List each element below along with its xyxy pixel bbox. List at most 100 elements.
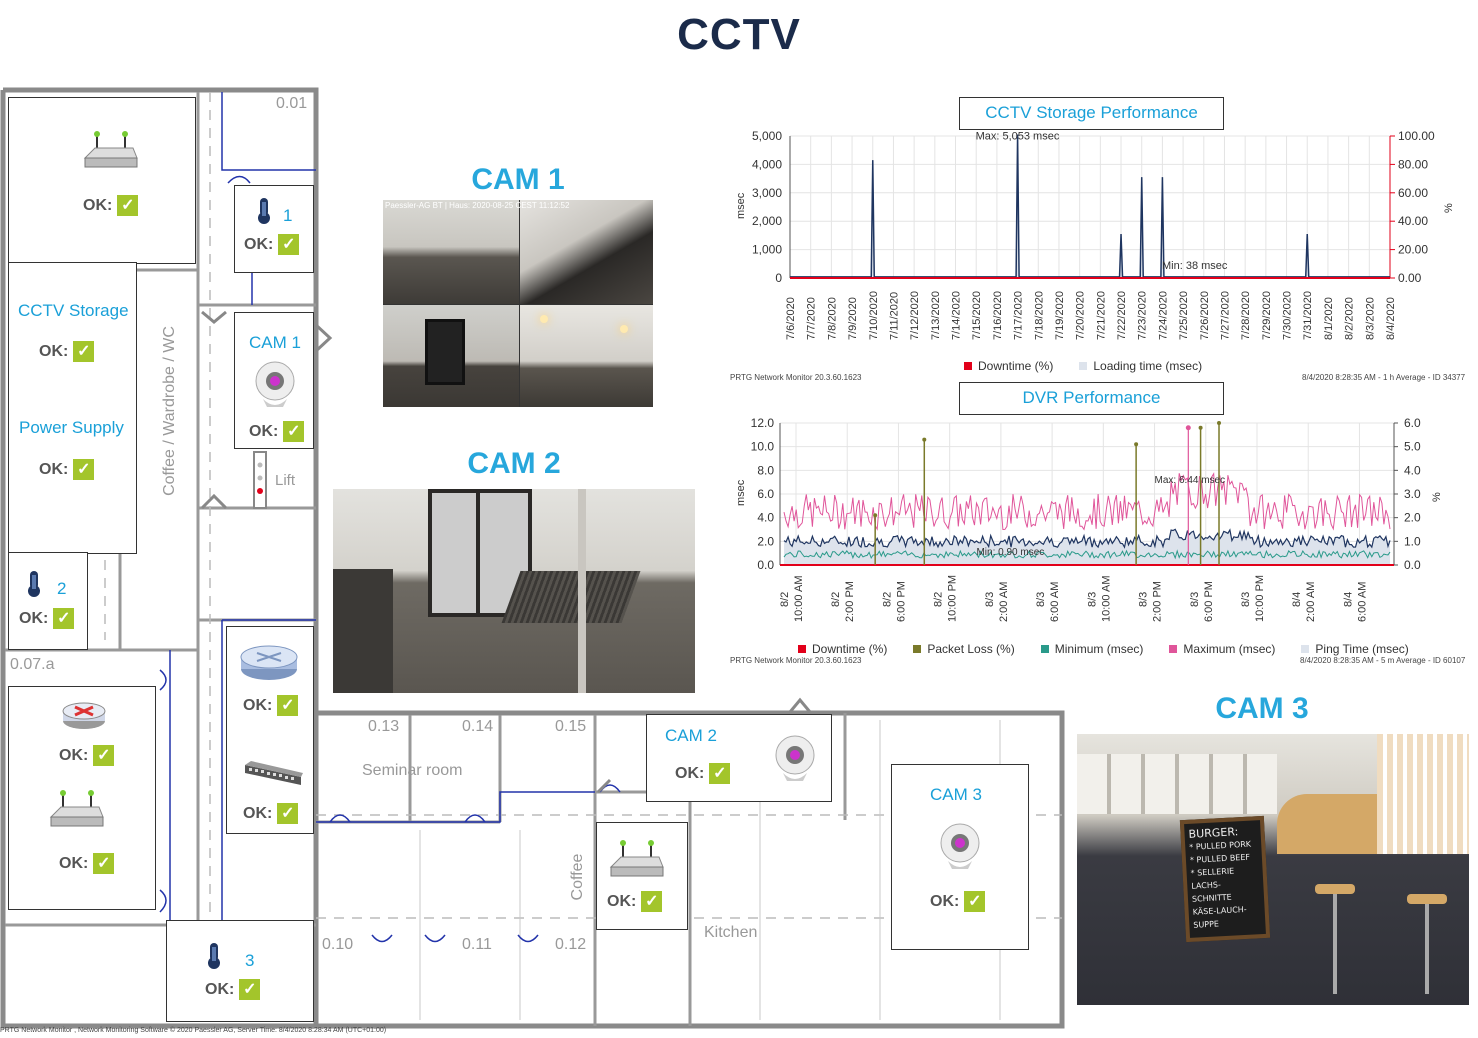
x-tick-label: 7/31/2020 bbox=[1302, 291, 1314, 340]
router-card-coffee[interactable]: OK:✓ bbox=[596, 822, 688, 930]
y-tick-label-left: 1,000 bbox=[752, 243, 782, 257]
sensor-number: 1 bbox=[283, 206, 293, 225]
y-tick-label-right: 0.0 bbox=[1404, 558, 1421, 572]
x-tick-label-time: 10:00 AM bbox=[793, 576, 805, 622]
x-tick-label: 7/16/2020 bbox=[992, 291, 1004, 340]
cam1-overlay-text: Paessler-AG BT | Haus: 2020-08-25 CEST 1… bbox=[385, 201, 570, 210]
y-tick-label-right: 80.00 bbox=[1398, 157, 1428, 171]
x-tick-label: 8/1/2020 bbox=[1323, 297, 1335, 340]
firewall-router-card[interactable]: OK:✓ OK:✓ bbox=[8, 686, 156, 910]
x-tick-label: 7/18/2020 bbox=[1033, 291, 1045, 340]
x-tick-label: 7/15/2020 bbox=[971, 291, 983, 340]
x-tick-label-date: 8/4 bbox=[1291, 592, 1303, 607]
legend-item: Maximum (msec) bbox=[1169, 642, 1275, 656]
x-tick-label: 8/3/2020 bbox=[1364, 297, 1376, 340]
x-tick-label-date: 8/3 bbox=[1240, 592, 1252, 607]
status-label: OK: bbox=[244, 235, 274, 253]
x-tick-label: 7/25/2020 bbox=[1178, 291, 1190, 340]
x-tick-label-time: 6:00 AM bbox=[1049, 582, 1061, 622]
webcam-icon bbox=[255, 361, 295, 407]
cam1-view-2 bbox=[520, 200, 653, 304]
packet-loss-point bbox=[1217, 421, 1222, 425]
router-icon bbox=[609, 840, 664, 877]
cam2-feed-title: CAM 2 bbox=[467, 447, 561, 480]
y-axis-label-right: % bbox=[1443, 203, 1455, 213]
status-label: OK: bbox=[59, 746, 89, 764]
x-tick-label: 7/6/2020 bbox=[785, 297, 797, 340]
packet-loss-point bbox=[873, 513, 878, 518]
room-seminar: Seminar room bbox=[362, 762, 463, 779]
y-tick-label-left: 2.0 bbox=[757, 534, 774, 548]
core-router-icon bbox=[240, 645, 298, 680]
x-tick-label: 8/4/2020 bbox=[1385, 297, 1397, 340]
x-tick-label-date: 8/3 bbox=[1138, 592, 1150, 607]
cam3-feed-title: CAM 3 bbox=[1215, 692, 1309, 725]
temperature-sensor-2[interactable]: 2 OK:✓ bbox=[8, 552, 88, 650]
x-tick-label-date: 8/2 bbox=[933, 592, 945, 607]
x-tick-label: 7/8/2020 bbox=[826, 297, 838, 340]
ping-time-line bbox=[783, 528, 1391, 549]
ok-check-icon: ✓ bbox=[277, 695, 299, 716]
x-tick-label: 7/9/2020 bbox=[847, 297, 859, 340]
max-annotation: Max: 6.44 msec bbox=[1155, 475, 1226, 486]
x-tick-label: 7/14/2020 bbox=[951, 291, 963, 340]
ok-check-icon: ✓ bbox=[73, 459, 95, 480]
cam1-feed[interactable]: Paessler-AG BT | Haus: 2020-08-25 CEST 1… bbox=[383, 200, 653, 407]
cam3-tables bbox=[1077, 754, 1277, 814]
x-tick-label: 7/20/2020 bbox=[1075, 291, 1087, 340]
ok-check-icon: ✓ bbox=[641, 891, 663, 912]
status-label: OK: bbox=[243, 804, 273, 822]
y-tick-label-left: 2,000 bbox=[752, 214, 782, 228]
max-annotation: Max: 5,053 msec bbox=[976, 130, 1060, 142]
room-0-12: 0.12 bbox=[555, 936, 587, 953]
min-annotation: Min: 38 msec bbox=[1162, 260, 1228, 272]
status-label: OK: bbox=[83, 196, 113, 214]
cam1-card[interactable]: CAM 1 OK:✓ bbox=[234, 312, 314, 449]
cam1-view-3 bbox=[383, 305, 519, 407]
x-tick-label-time: 2:00 AM bbox=[998, 582, 1010, 622]
x-tick-label: 7/22/2020 bbox=[1116, 291, 1128, 340]
legend-item: Minimum (msec) bbox=[1040, 642, 1143, 656]
thermometer-icon bbox=[28, 571, 40, 597]
storage-power-card[interactable]: CCTV Storage OK:✓ Power Supply OK:✓ bbox=[8, 262, 137, 554]
min-annotation: Min: 0.90 msec bbox=[976, 547, 1044, 558]
dvr-chart-footer-right: 8/4/2020 8:28:35 AM - 5 m Average - ID 6… bbox=[1300, 656, 1466, 665]
x-tick-label-time: 6:00 PM bbox=[1203, 581, 1215, 622]
cam3-feed[interactable]: BURGER: * PULLED PORK * PULLED BEEF * SE… bbox=[1077, 734, 1469, 1005]
router-card-top[interactable]: OK:✓ bbox=[8, 97, 196, 264]
x-tick-label-time: 2:00 PM bbox=[1152, 581, 1164, 622]
cam1-view-1 bbox=[383, 200, 519, 304]
legend-item: Loading time (msec) bbox=[1079, 359, 1202, 373]
room-0-13: 0.13 bbox=[368, 718, 400, 735]
temperature-sensor-3[interactable]: 3 OK:✓ bbox=[166, 920, 314, 1022]
router-switch-card[interactable]: OK:✓ OK:✓ bbox=[226, 626, 314, 834]
cam3-card[interactable]: CAM 3 OK:✓ bbox=[891, 764, 1029, 950]
storage-chart-footer-right: 8/4/2020 8:28:35 AM - 1 h Average - ID 3… bbox=[1302, 373, 1466, 382]
cam2-card[interactable]: CAM 2 OK:✓ bbox=[646, 714, 832, 802]
maximum-line bbox=[783, 472, 1391, 531]
y-tick-label-right: 40.00 bbox=[1398, 214, 1428, 228]
thermometer-icon bbox=[208, 943, 220, 969]
legend-item: Downtime (%) bbox=[964, 359, 1053, 373]
packet-loss-point bbox=[1134, 442, 1139, 447]
packet-loss-point bbox=[1198, 425, 1203, 430]
y-tick-label-left: 5,000 bbox=[752, 129, 782, 143]
cam1-feed-title: CAM 1 bbox=[471, 163, 565, 196]
legend-item: Downtime (%) bbox=[798, 642, 887, 656]
status-label: OK: bbox=[19, 609, 49, 627]
cam2-feed[interactable] bbox=[333, 489, 695, 693]
temperature-sensor-1[interactable]: 1 OK:✓ bbox=[234, 185, 314, 273]
packet-loss-point bbox=[922, 437, 927, 442]
cam2-railing bbox=[333, 569, 393, 693]
storage-chart-title: CCTV Storage Performance bbox=[959, 97, 1224, 130]
status-label: OK: bbox=[930, 892, 960, 910]
x-tick-label: 7/29/2020 bbox=[1261, 291, 1273, 340]
x-tick-label: 7/17/2020 bbox=[1013, 291, 1025, 340]
power-supply-label: Power Supply bbox=[19, 418, 124, 437]
x-tick-label: 7/24/2020 bbox=[1157, 291, 1169, 340]
sensor-number: 3 bbox=[245, 951, 255, 970]
storage-chart-footer-left: PRTG Network Monitor 20.3.60.1623 bbox=[730, 373, 862, 382]
x-tick-label: 7/19/2020 bbox=[1054, 291, 1066, 340]
